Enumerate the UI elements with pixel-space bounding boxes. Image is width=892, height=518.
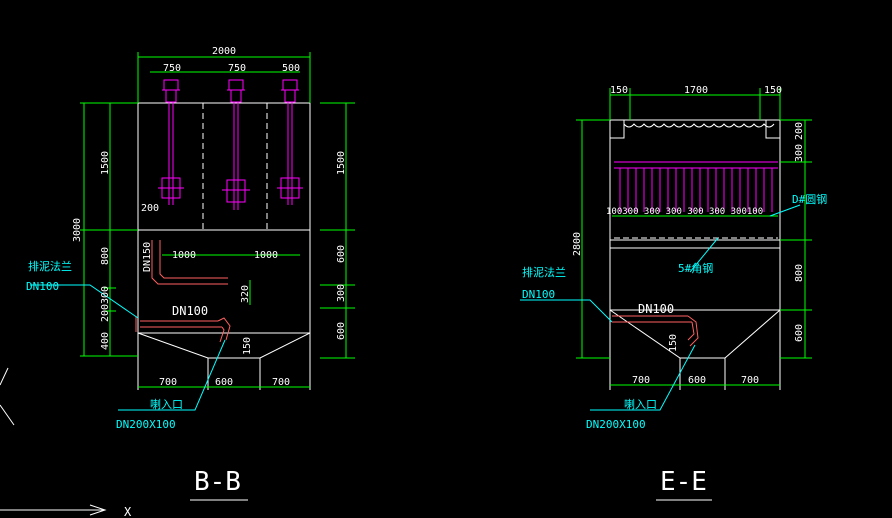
- bb-dim-200-left: 200: [100, 304, 111, 322]
- ucs-x-label: X: [124, 505, 132, 518]
- bb-dim-1500-right: 1500: [336, 151, 347, 175]
- bb-dim-600-right-b: 600: [336, 322, 347, 340]
- ee-dim-700b: 700: [741, 375, 759, 386]
- bb-dim-1500-left: 1500: [100, 151, 111, 175]
- ee-dim-2800: 2800: [572, 232, 583, 256]
- ee-inlet-size: DN200X100: [586, 418, 646, 431]
- ee-pipes: [612, 315, 699, 347]
- ee-section-title: E-E: [660, 467, 707, 497]
- agitator-3: [277, 79, 303, 205]
- section-ee: 150 1700 150 2800 200 300 800 600 100300…: [520, 85, 827, 501]
- bb-separators: [202, 103, 268, 230]
- ee-pipe-dn100: DN100: [638, 302, 674, 316]
- ee-dim-150a: 150: [610, 85, 628, 96]
- bb-dim-300-left: 300: [100, 286, 111, 304]
- bb-dim-1000b: 1000: [254, 250, 278, 261]
- ee-dim-1700: 1700: [684, 85, 708, 96]
- bb-dim-150: 150: [242, 337, 253, 355]
- agitator-2: [222, 79, 250, 210]
- ee-plates: [619, 168, 773, 212]
- bb-drain-label: 排泥法兰: [28, 259, 72, 273]
- ee-drain-size: DN100: [522, 288, 555, 301]
- bb-dim-3000: 3000: [72, 218, 83, 242]
- bb-tank-outline: [137, 102, 311, 390]
- bb-dim-750b: 750: [228, 63, 246, 74]
- bb-dim-1000a: 1000: [172, 250, 196, 261]
- bb-leaders: [30, 284, 226, 411]
- agitator-1: [158, 79, 184, 205]
- ee-dim-spacing: 100300 300 300 300 300 300100: [606, 207, 763, 217]
- bb-dn150: DN150: [142, 242, 153, 272]
- bb-dim-300-right: 300: [336, 284, 347, 302]
- ee-round-steel: D#圆钢: [792, 193, 827, 206]
- ee-dim-300: 300: [794, 144, 805, 162]
- ucs-icon: [0, 367, 107, 516]
- bb-dim-320: 320: [240, 285, 251, 303]
- bb-dim-600: 600: [215, 377, 233, 388]
- bb-drain-size: DN100: [26, 280, 59, 293]
- ee-tank-outline: [609, 119, 781, 390]
- bb-dim-500: 500: [282, 63, 300, 74]
- bb-agitators: [158, 79, 303, 210]
- section-bb: 2000 750 750 500 3000 1500 800 300 200 4…: [26, 46, 355, 501]
- ee-dim-150b: 150: [764, 85, 782, 96]
- bb-dim-700a: 700: [159, 377, 177, 388]
- ee-dim-800: 800: [794, 264, 805, 282]
- bb-dim-800-left: 800: [100, 247, 111, 265]
- ee-leaders: [520, 204, 801, 411]
- bb-dim-700b: 700: [272, 377, 290, 388]
- bb-dim-2000: 2000: [212, 46, 236, 57]
- ee-dim-600-bottom: 600: [688, 375, 706, 386]
- bb-dim-600-right-a: 600: [336, 245, 347, 263]
- ee-dim-600: 600: [794, 324, 805, 342]
- ee-dim-200: 200: [794, 122, 805, 140]
- ee-drain-label: 排泥法兰: [522, 265, 566, 279]
- ee-dim-150: 150: [668, 334, 679, 352]
- bb-dim-750a: 750: [163, 63, 181, 74]
- bb-dimension-lines: [80, 52, 355, 388]
- bb-dim-400-left: 400: [100, 332, 111, 350]
- ee-plate-pack: [614, 161, 778, 212]
- bb-pipes: [135, 240, 231, 343]
- bb-inlet-label: 喇入口: [150, 397, 183, 411]
- bb-pipe-dn100: DN100: [172, 304, 208, 318]
- ee-dim-700a: 700: [632, 375, 650, 386]
- bb-section-title: B-B: [194, 467, 241, 497]
- ee-angle-steel: 5#角钢: [678, 262, 713, 275]
- ee-weir: [623, 123, 775, 128]
- bb-inlet-size: DN200X100: [116, 418, 176, 431]
- ee-dimension-lines: [576, 88, 812, 386]
- bb-dim-200: 200: [141, 203, 159, 214]
- ee-inlet-label: 喇入口: [624, 397, 657, 411]
